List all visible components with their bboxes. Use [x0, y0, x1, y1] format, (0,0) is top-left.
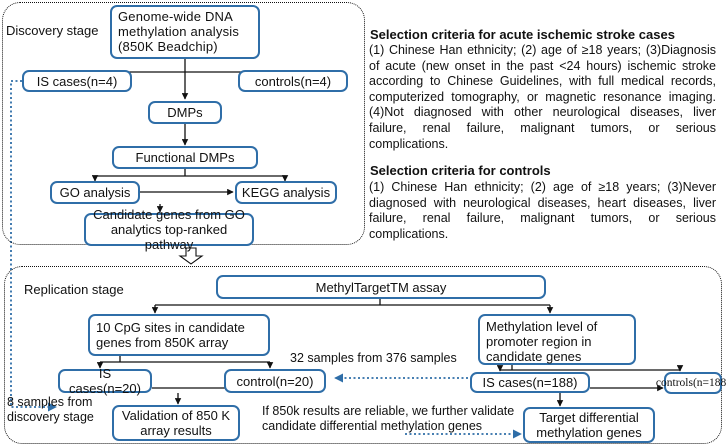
- is-cases-discovery-box: IS cases(n=4): [22, 70, 132, 92]
- replication-stage-label: Replication stage: [24, 282, 124, 297]
- controls-188-box: controls(n=188): [656, 372, 726, 394]
- promoter-methylation-box: Methylation level of promoter region in …: [478, 314, 636, 365]
- genome-wide-methylation-box: Genome-wide DNA methylation analysis (85…: [110, 5, 260, 59]
- candidate-genes-box: Candidate genes from GO analytics top-ra…: [84, 207, 254, 252]
- validation-box: Validation of 850 K array results: [112, 405, 240, 441]
- controls-criteria-title: Selection criteria for controls: [370, 163, 551, 178]
- discovery-stage-label: Discovery stage: [6, 23, 99, 38]
- functional-dmps-box: Functional DMPs: [112, 146, 258, 169]
- cases-criteria-body: (1) Chinese Han ethnicity; (2) age of ≥1…: [369, 43, 716, 151]
- cases-criteria-title: Selection criteria for acute ischemic st…: [370, 27, 675, 42]
- kegg-analysis-box: KEGG analysis: [235, 181, 337, 204]
- replication-stage-panel: [4, 266, 722, 444]
- stage-transition-arrow: [178, 247, 204, 265]
- is-cases-20-box: IS cases(n=20): [58, 366, 152, 396]
- reliability-note: If 850k results are reliable, we further…: [262, 404, 540, 434]
- control-20-box: control(n=20): [224, 369, 326, 393]
- target-methylation-box: Target differential methylation genes: [523, 407, 655, 443]
- discovery-samples-text: 8 samples from discovery stage: [7, 395, 94, 424]
- cpg-sites-box: 10 CpG sites in candidate genes from 850…: [88, 314, 270, 356]
- go-analysis-box: GO analysis: [50, 181, 140, 204]
- discovery-samples-label: 8 samples from discovery stage: [7, 395, 111, 425]
- is-cases-188-box: IS cases(n=188): [470, 372, 590, 393]
- controls-discovery-box: controls(n=4): [238, 70, 348, 92]
- controls-criteria-body: (1) Chinese Han ethnicity; (2) age of ≥1…: [369, 180, 716, 241]
- methyltarget-assay-box: MethylTargetTM assay: [216, 275, 546, 299]
- reliability-note-text: If 850k results are reliable, we further…: [262, 404, 515, 433]
- dmps-box: DMPs: [148, 101, 222, 124]
- samples-from-376-label: 32 samples from 376 samples: [290, 351, 457, 365]
